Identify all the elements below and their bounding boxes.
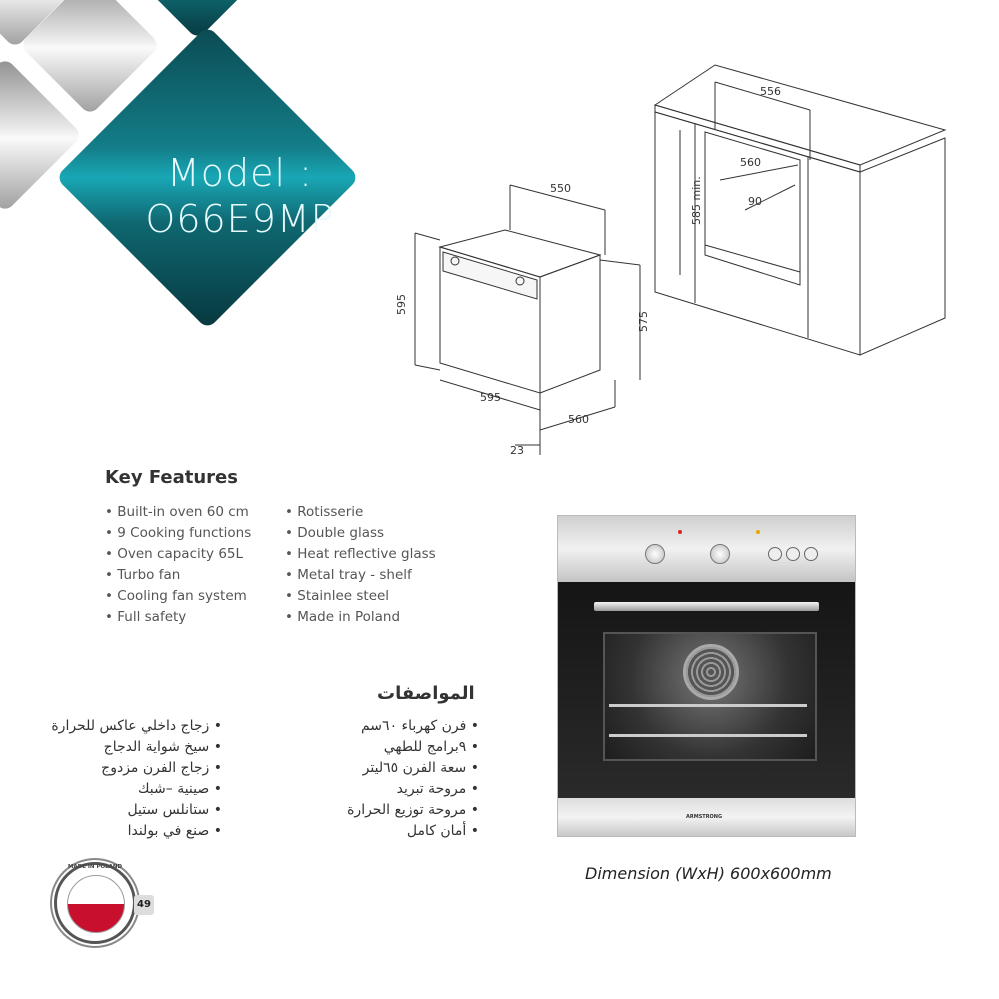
- dim-oven-height-right: 575: [637, 311, 650, 332]
- dim-cabinet-inner-width: 560: [740, 156, 761, 169]
- model-heading: Model : O66E9MP: [120, 150, 360, 242]
- arabic-list-1: فرن كهرباء ٦٠سم ٩برامج للطهي سعة الفرن ٦…: [347, 716, 479, 842]
- feature-item: Heat reflective glass: [285, 544, 435, 565]
- key-features-title: Key Features: [105, 467, 238, 488]
- control-panel: [558, 516, 855, 582]
- oven-rack: [609, 704, 807, 707]
- arabic-features-title: المواصفات: [377, 683, 475, 704]
- timer-button: [786, 547, 800, 561]
- oven-dimension-diagram: 550 595 595 575 560 23: [395, 182, 650, 457]
- model-label: Model :: [167, 151, 313, 195]
- arabic-list-2: زجاج داخلي عاكس للحرارة سيخ شواية الدجاج…: [51, 716, 222, 842]
- feature-item: Full safety: [105, 607, 251, 628]
- feature-item: Stainlee steel: [285, 586, 436, 607]
- feature-item: Oven capacity 65L: [105, 544, 251, 565]
- dim-cabinet-width-top: 556: [760, 85, 781, 98]
- fan-icon: [683, 644, 739, 700]
- oven-product-image: ARMSTRONG: [557, 515, 856, 837]
- arabic-item: أمان كامل: [347, 821, 479, 842]
- features-list-1: Built-in oven 60 cm 9 Cooking functions …: [105, 502, 251, 628]
- arabic-item: زجاج داخلي عاكس للحرارة: [51, 716, 222, 737]
- temperature-knob: [710, 544, 730, 564]
- made-in-poland-badge: MADE IN POLAND: [54, 862, 136, 944]
- oven-window: [603, 632, 817, 761]
- arabic-item: مروحة توزيع الحرارة: [347, 800, 479, 821]
- poland-flag-icon: [67, 875, 125, 933]
- brand-logo: ARMSTRONG: [686, 814, 723, 820]
- arabic-item: سعة الفرن ٦٥ليتر: [347, 758, 479, 779]
- feature-item: Rotisserie: [285, 502, 436, 523]
- oven-bottom-panel: ARMSTRONG: [558, 798, 855, 836]
- door-handle: [594, 602, 819, 611]
- function-knob: [645, 544, 665, 564]
- cabinet-dimension-diagram: 556 560 90 585 min.: [653, 64, 947, 356]
- feature-item: Turbo fan: [105, 565, 251, 586]
- badge-text: MADE IN POLAND: [67, 864, 123, 870]
- timer-button: [768, 547, 782, 561]
- feature-item: Made in Poland: [285, 607, 436, 628]
- arabic-item: سيخ شواية الدجاج: [51, 737, 222, 758]
- oven-door: [558, 582, 855, 798]
- dim-oven-depth: 560: [568, 413, 589, 426]
- dim-oven-height-left: 595: [395, 294, 408, 315]
- arabic-item: صنع في بولندا: [51, 821, 222, 842]
- arabic-item: زجاج الفرن مزدوج: [51, 758, 222, 779]
- feature-item: Metal tray - shelf: [285, 565, 436, 586]
- feature-item: Built-in oven 60 cm: [105, 502, 251, 523]
- dim-cabinet-height-min: 585 min.: [690, 176, 703, 225]
- arabic-item: مروحة تبريد: [347, 779, 479, 800]
- indicator-light: [756, 530, 760, 534]
- dim-oven-front: 23: [510, 444, 524, 457]
- indicator-light: [678, 530, 682, 534]
- arabic-item: فرن كهرباء ٦٠سم: [347, 716, 479, 737]
- feature-item: 9 Cooking functions: [105, 523, 251, 544]
- arabic-item: ستانلس ستيل: [51, 800, 222, 821]
- dim-cabinet-vent: 90: [748, 195, 762, 208]
- model-code: O66E9MP: [145, 197, 335, 241]
- arabic-item: صينية –شبك: [51, 779, 222, 800]
- dim-oven-width-top: 550: [550, 182, 571, 195]
- dimension-caption: Dimension (WxH) 600x600mm: [585, 864, 832, 883]
- arabic-item: ٩برامج للطهي: [347, 737, 479, 758]
- features-list-2: Rotisserie Double glass Heat reflective …: [285, 502, 436, 628]
- page-number: 49: [134, 895, 154, 915]
- feature-item: Double glass: [285, 523, 436, 544]
- feature-item: Cooling fan system: [105, 586, 251, 607]
- dim-oven-width-bottom: 595: [480, 391, 501, 404]
- oven-rack: [609, 734, 807, 737]
- timer-button: [804, 547, 818, 561]
